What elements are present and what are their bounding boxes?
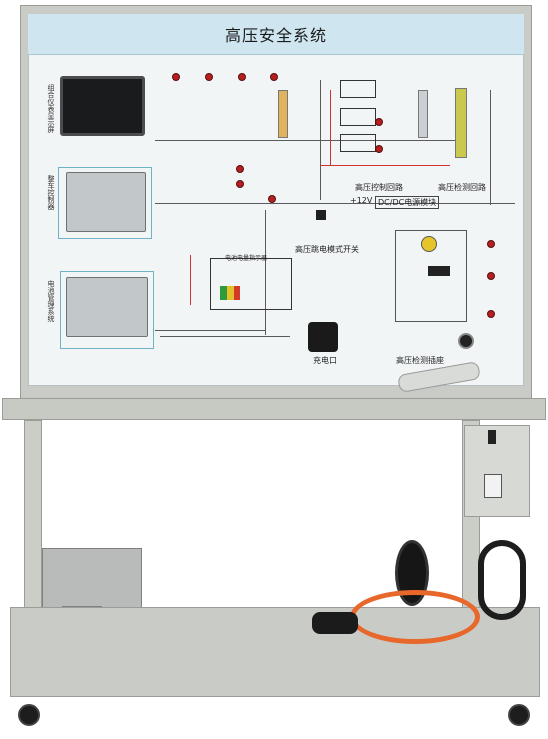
- ecu-module-icon: [66, 172, 146, 232]
- shelf: [2, 398, 546, 420]
- relay-icon: [340, 80, 376, 98]
- orange-cable-icon: [350, 590, 480, 644]
- test-jack-icon[interactable]: [375, 145, 383, 153]
- hv-detect-label: 高压检测回路: [438, 183, 486, 192]
- display-label: 组合仪表显示屏: [47, 84, 55, 133]
- wire: [155, 203, 515, 204]
- wire: [490, 90, 491, 205]
- test-jack-icon[interactable]: [487, 240, 495, 248]
- relay-icon: [340, 134, 376, 152]
- fuse-icon: [278, 90, 288, 138]
- hv-control-label: 高压控制回路: [355, 183, 403, 192]
- bms-module-icon: [66, 277, 148, 337]
- wire: [320, 80, 321, 200]
- supply-label: +12V: [350, 196, 373, 205]
- test-jack-icon[interactable]: [205, 73, 213, 81]
- wire: [155, 140, 455, 141]
- supply-value: DC/DC电源模块: [375, 196, 440, 209]
- hv-switch-label: 高压跳电模式开关: [295, 245, 359, 254]
- caster-icon: [18, 704, 40, 726]
- hv-switch-icon[interactable]: [316, 210, 326, 220]
- hv-wire: [320, 165, 450, 166]
- charger-plug-icon[interactable]: [312, 612, 358, 634]
- title-band: [28, 14, 524, 55]
- wire: [155, 330, 265, 331]
- fault-panel: [395, 230, 467, 322]
- battery-gauge-frame: [210, 258, 292, 310]
- wire: [265, 210, 266, 335]
- test-jack-icon[interactable]: [268, 195, 276, 203]
- board-title: 高压安全系统: [224, 26, 327, 45]
- key-switch-icon[interactable]: [421, 236, 437, 252]
- test-jack-icon[interactable]: [236, 165, 244, 173]
- battery-gauge-icon: [220, 286, 240, 300]
- test-jack-icon[interactable]: [238, 73, 246, 81]
- caster-icon: [508, 704, 530, 726]
- black-cable-icon: [478, 540, 526, 620]
- fuse-icon: [418, 90, 428, 138]
- test-jack-icon[interactable]: [270, 73, 278, 81]
- test-socket-label: 高压检测插座: [396, 356, 444, 365]
- controller-label: 整车控制器: [47, 175, 55, 210]
- hv-wire: [330, 90, 331, 165]
- digit-display-icon: [428, 266, 450, 276]
- left-leg: [24, 420, 42, 610]
- test-jack-icon[interactable]: [487, 272, 495, 280]
- indicator-icon: [488, 430, 496, 444]
- charge-port-label: 充电口: [313, 356, 337, 365]
- controller-frame: [58, 167, 152, 239]
- bms-frame: [60, 271, 154, 349]
- junction-box: [464, 425, 530, 517]
- test-jack-icon[interactable]: [375, 118, 383, 126]
- relay-icon: [340, 108, 376, 126]
- test-jack-icon[interactable]: [172, 73, 180, 81]
- breaker-icon[interactable]: [484, 474, 502, 498]
- contactor-icon: [455, 88, 467, 158]
- hv-wire: [190, 255, 191, 305]
- socket-icon[interactable]: [458, 333, 474, 349]
- test-jack-icon[interactable]: [236, 180, 244, 188]
- wire: [160, 336, 290, 337]
- test-jack-icon[interactable]: [487, 310, 495, 318]
- battery-status-label: 电池电量指示器: [225, 255, 268, 262]
- display-screen-icon: [60, 76, 145, 136]
- charge-port-icon[interactable]: [308, 322, 338, 352]
- bms-label: 电池管理系统: [47, 280, 55, 322]
